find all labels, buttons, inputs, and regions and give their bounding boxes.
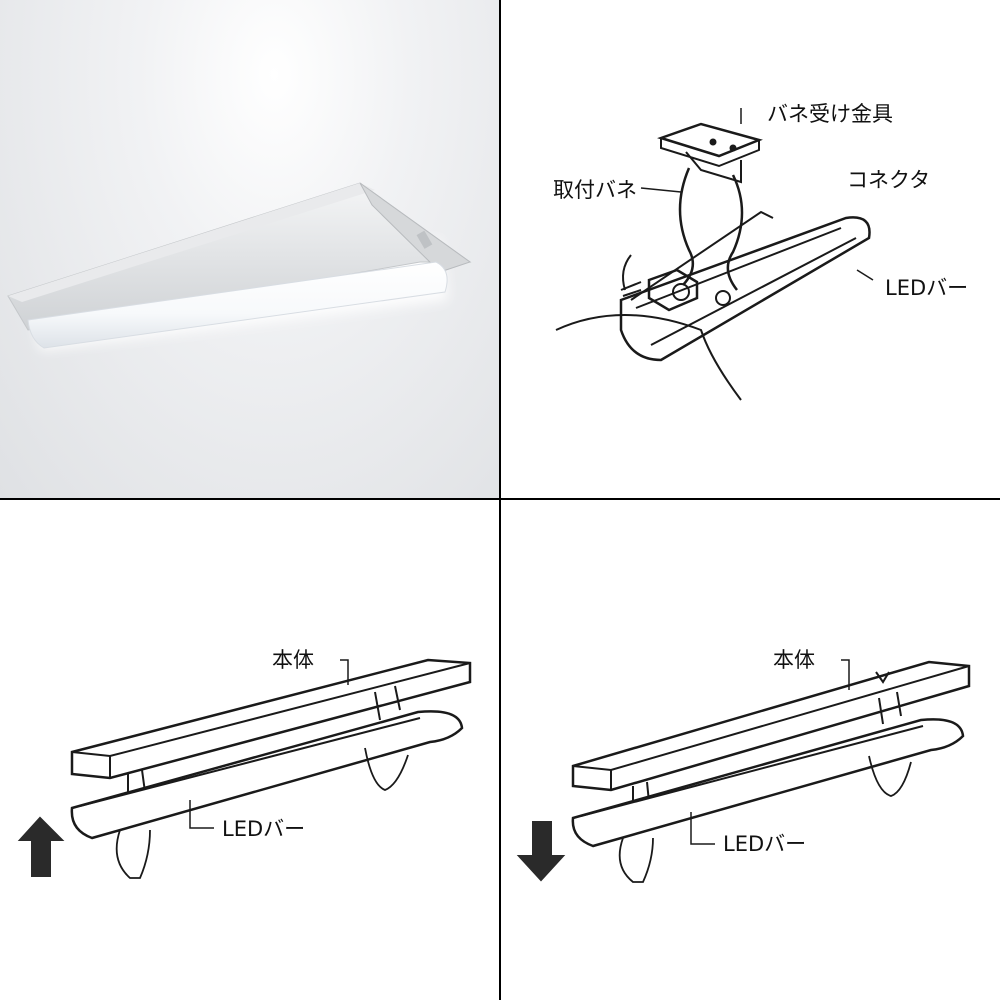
led-bar-channel xyxy=(619,216,871,362)
fixture-diffuser xyxy=(27,261,448,349)
label-body-remove: 本体 xyxy=(773,648,815,672)
led-bar-shape xyxy=(70,710,464,840)
panel-divider-horizontal xyxy=(0,498,1000,500)
label-connector: コネクタ xyxy=(847,168,931,192)
remove-step-diagram xyxy=(516,659,971,883)
led-bar-shape xyxy=(571,718,965,848)
hand-right xyxy=(364,747,409,791)
install-step-panel: 本体 LEDバー xyxy=(0,500,499,1000)
hand-right xyxy=(868,755,912,797)
label-led-bar-install: LEDバー xyxy=(222,817,306,841)
label-led-bar-detail: LEDバー xyxy=(885,276,969,300)
connector-detail-panel: バネ受け金具 取付バネ コネクタ LEDバー xyxy=(501,0,1000,498)
led-fixture-photo xyxy=(7,182,472,350)
label-mount-spring: 取付バネ xyxy=(553,178,637,202)
spring-bracket-shape xyxy=(657,122,763,158)
install-step-diagram xyxy=(17,658,472,879)
mount-spring-shape xyxy=(678,167,695,286)
hand-left xyxy=(115,829,151,879)
remove-step-panel: 本体 LEDバー xyxy=(501,500,1000,1000)
connector-detail-diagram xyxy=(555,108,874,401)
label-body-install: 本体 xyxy=(272,648,314,672)
arrow-down-icon xyxy=(516,821,566,882)
label-spring-bracket: バネ受け金具 xyxy=(767,102,893,126)
panel-divider-vertical xyxy=(499,0,501,1000)
arrow-up-icon xyxy=(17,816,65,877)
product-photo-panel xyxy=(0,0,499,498)
label-led-bar-remove: LEDバー xyxy=(723,832,807,856)
hand-left xyxy=(618,837,654,883)
connector-shape xyxy=(647,268,699,312)
